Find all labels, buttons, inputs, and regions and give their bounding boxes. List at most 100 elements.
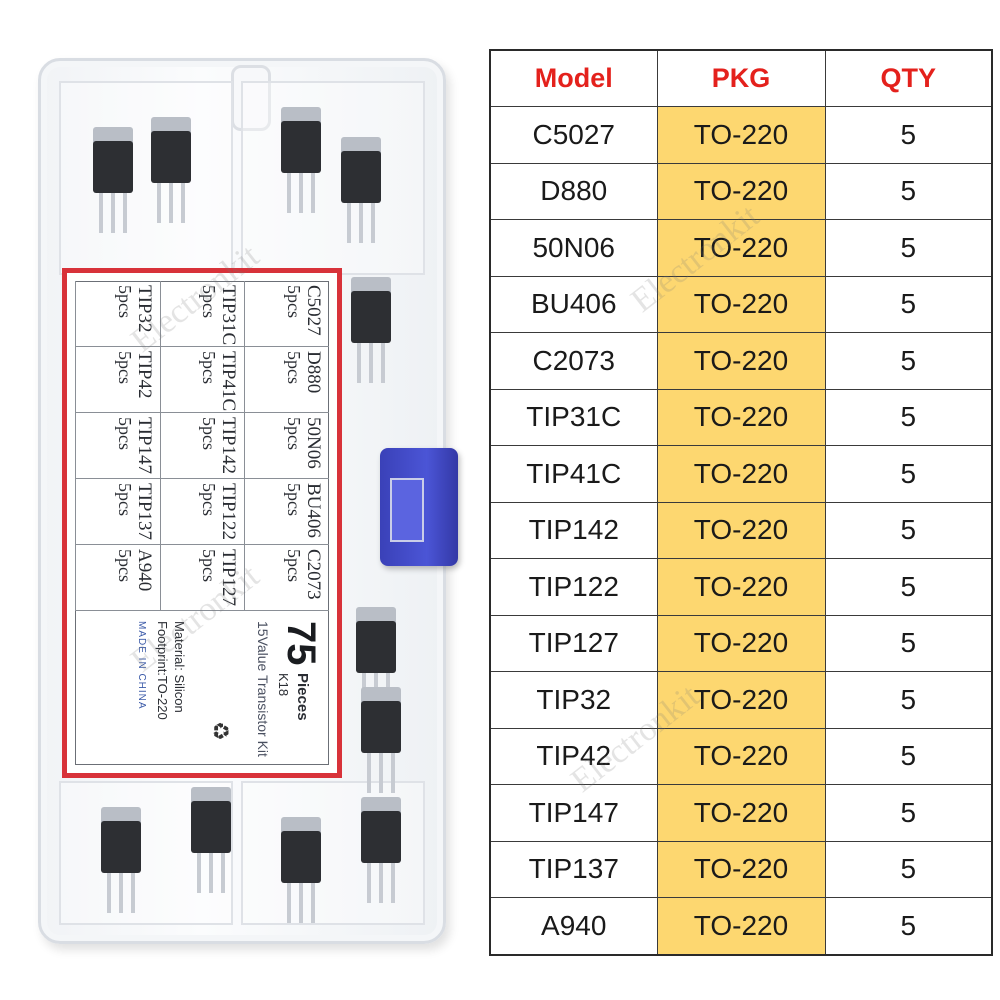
cell-model: C5027 <box>489 106 658 164</box>
cell-model: TIP122 <box>489 558 658 616</box>
column-header-qty: QTY <box>824 49 993 107</box>
cell-model: TIP147 <box>489 784 658 842</box>
cell-model: BU406 <box>489 275 658 333</box>
cell-qty: 5 <box>824 614 993 672</box>
cell-pkg: TO-220 <box>656 275 826 333</box>
compartment <box>241 81 425 275</box>
kit-name: 15Value Transistor Kit <box>255 621 271 757</box>
cell-pkg: TO-220 <box>656 671 826 729</box>
cell-model: TIP142 <box>489 501 658 559</box>
cell-pkg: TO-220 <box>656 558 826 616</box>
cell-model: TIP31C <box>489 388 658 446</box>
transistor-component <box>361 701 401 793</box>
cell-pkg: TO-220 <box>656 106 826 164</box>
pieces-label: Pieces <box>294 673 311 721</box>
piece-count: 75 <box>279 621 323 666</box>
kit-code: K18 <box>276 673 291 697</box>
transistor-component <box>191 801 231 893</box>
cell-qty: 5 <box>824 558 993 616</box>
cell-model: TIP41C <box>489 445 658 503</box>
cell-qty: 5 <box>824 106 993 164</box>
cell-pkg: TO-220 <box>656 501 826 559</box>
cell-pkg: TO-220 <box>656 162 826 220</box>
cell-model: C2073 <box>489 332 658 390</box>
transistor-component <box>151 131 191 223</box>
cell-model: TIP32 <box>489 671 658 729</box>
cell-qty: 5 <box>824 332 993 390</box>
transistor-component <box>356 621 396 713</box>
material-info: Material: Silicon Footprint:TO-220 <box>153 621 187 720</box>
cell-model: TIP42 <box>489 727 658 785</box>
transistor-component <box>361 811 401 903</box>
transistor-component <box>281 831 321 923</box>
cell-model: TIP127 <box>489 614 658 672</box>
cell-qty: 5 <box>824 727 993 785</box>
cell-qty: 5 <box>824 671 993 729</box>
cell-qty: 5 <box>824 275 993 333</box>
cell-pkg: TO-220 <box>656 897 826 955</box>
made-in-text: MADE IN CHINA <box>136 621 147 710</box>
cell-qty: 5 <box>824 784 993 842</box>
footprint-text: Footprint:TO-220 <box>155 621 171 720</box>
transistor-component <box>93 141 133 233</box>
cell-qty: 5 <box>824 162 993 220</box>
cell-qty: 5 <box>824 840 993 898</box>
case-clasp <box>380 448 458 566</box>
cell-qty: 5 <box>824 445 993 503</box>
cell-model: D880 <box>489 162 658 220</box>
transistor-component <box>351 291 391 383</box>
column-header-model: Model <box>489 49 658 107</box>
transistor-component <box>341 151 381 243</box>
cell-pkg: TO-220 <box>656 727 826 785</box>
cell-pkg: TO-220 <box>656 840 826 898</box>
cell-pkg: TO-220 <box>656 614 826 672</box>
label-info-panel: 75 Pieces K18 15Value Transistor Kit ♻ M… <box>75 611 329 765</box>
cell-model: 50N06 <box>489 219 658 277</box>
recycle-icon: ♻ <box>208 721 233 741</box>
column-header-pkg: PKG <box>656 49 826 107</box>
table-header-row: Model PKG QTY <box>489 49 993 107</box>
cell-pkg: TO-220 <box>656 445 826 503</box>
material-text: Material: Silicon <box>172 621 187 713</box>
cell-qty: 5 <box>824 501 993 559</box>
compartment <box>59 81 233 275</box>
cell-pkg: TO-220 <box>656 219 826 277</box>
cell-pkg: TO-220 <box>656 388 826 446</box>
transistor-component <box>281 121 321 213</box>
cell-pkg: TO-220 <box>656 332 826 390</box>
